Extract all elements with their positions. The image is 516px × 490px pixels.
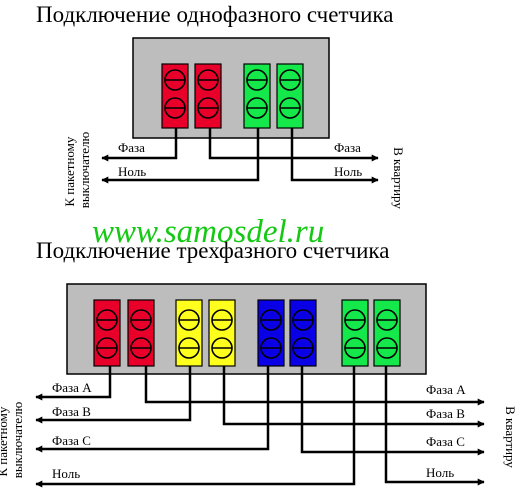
- tp-phase-c-label-right: Фаза C: [426, 434, 465, 449]
- single-phase-terminals: [161, 63, 304, 129]
- three-phase-wires: [35, 366, 485, 488]
- sp-right-destination: В квартиру: [391, 147, 406, 209]
- tp-terminal-8-screw-bottom-icon: [376, 337, 398, 359]
- sp-terminal-3-screw-bottom-icon: [246, 97, 268, 119]
- tp-phase-a-label-left: Фаза A: [52, 380, 92, 395]
- tp-left-destination-line2: выключателю: [10, 401, 25, 478]
- tp-left-destination-line1: К пакетному: [0, 406, 10, 477]
- sp-terminal-4-screw-bottom-icon: [279, 97, 301, 119]
- sp-terminal-2: [194, 63, 222, 129]
- tp-terminal-2-screw-bottom-icon: [130, 337, 152, 359]
- tp-terminal-3-screw-top-icon: [178, 309, 200, 331]
- tp-terminal-6-screw-bottom-icon: [292, 337, 314, 359]
- sp-phase-out-wire: [208, 128, 379, 162]
- tp-phase-b-out-wire: [222, 366, 485, 428]
- site-watermark: www.samosdel.ru: [92, 214, 324, 250]
- tp-phase-a-out-wire: [144, 366, 485, 406]
- three-phase-terminals: [93, 299, 401, 367]
- sp-neutral-label-left: Ноль: [118, 164, 146, 179]
- tp-terminal-7: [341, 299, 369, 367]
- sp-neutral-out-wire: [290, 128, 379, 184]
- sp-terminal-4-screw-top-icon: [279, 69, 301, 91]
- tp-terminal-4: [208, 299, 236, 367]
- tp-terminal-4-screw-top-icon: [211, 309, 233, 331]
- tp-terminal-2-screw-top-icon: [130, 309, 152, 331]
- sp-phase-in-wire: [101, 128, 178, 162]
- tp-terminal-2: [127, 299, 155, 367]
- tp-phase-a-label-right: Фаза A: [426, 382, 466, 397]
- tp-phase-b-in-wire: [35, 366, 192, 424]
- tp-terminal-1-screw-bottom-icon: [96, 337, 118, 359]
- tp-terminal-5-screw-top-icon: [260, 309, 282, 331]
- tp-right-destination: В квартиру: [503, 406, 516, 468]
- sp-left-destination-line2: выключателю: [77, 131, 92, 208]
- tp-terminal-4-screw-bottom-icon: [211, 337, 233, 359]
- sp-left-destination: К пакетному выключателю: [62, 131, 92, 208]
- tp-terminal-5: [257, 299, 285, 367]
- tp-phase-c-label-left: Фаза C: [52, 433, 91, 448]
- tp-phase-c-out-wire: [300, 366, 485, 456]
- tp-phase-a-in-wire: [35, 366, 112, 401]
- tp-phase-c-in-wire: [35, 366, 270, 453]
- single-phase-wires: [101, 128, 379, 184]
- sp-terminal-4: [276, 63, 304, 129]
- tp-neutral-label-left: Ноль: [52, 466, 80, 481]
- tp-phase-b-label-right: Фаза B: [426, 406, 465, 421]
- sp-phase-label-left: Фаза: [118, 140, 145, 155]
- tp-neutral-label-right: Ноль: [426, 465, 454, 480]
- tp-terminal-8: [373, 299, 401, 367]
- tp-left-destination: К пакетному выключателю: [0, 401, 25, 478]
- sp-terminal-1-screw-bottom-icon: [164, 97, 186, 119]
- sp-terminal-3: [243, 63, 271, 129]
- tp-neutral-out-wire: [384, 366, 485, 486]
- sp-terminal-2-screw-bottom-icon: [197, 97, 219, 119]
- sp-terminal-1: [161, 63, 189, 129]
- sp-phase-label-right: Фаза: [334, 140, 361, 155]
- tp-terminal-6-screw-top-icon: [292, 309, 314, 331]
- tp-terminal-7-screw-top-icon: [344, 309, 366, 331]
- three-phase-title: Подключение трехфазного счетчика: [36, 238, 389, 263]
- tp-terminal-3: [175, 299, 203, 367]
- tp-terminal-1-screw-top-icon: [96, 309, 118, 331]
- single-phase-title: Подключение однофазного счетчика: [36, 2, 393, 27]
- sp-neutral-label-right: Ноль: [334, 164, 362, 179]
- sp-left-destination-line1: К пакетному: [62, 136, 77, 207]
- tp-terminal-3-screw-bottom-icon: [178, 337, 200, 359]
- sp-terminal-2-screw-top-icon: [197, 69, 219, 91]
- sp-terminal-1-screw-top-icon: [164, 69, 186, 91]
- three-phase-meter-box: [66, 283, 427, 375]
- tp-neutral-in-wire: [35, 366, 356, 488]
- tp-terminal-8-screw-top-icon: [376, 309, 398, 331]
- tp-terminal-6: [289, 299, 317, 367]
- tp-phase-b-label-left: Фаза B: [52, 404, 91, 419]
- tp-terminal-1: [93, 299, 121, 367]
- sp-neutral-in-wire: [101, 128, 260, 184]
- tp-terminal-7-screw-bottom-icon: [344, 337, 366, 359]
- tp-terminal-5-screw-bottom-icon: [260, 337, 282, 359]
- sp-terminal-3-screw-top-icon: [246, 69, 268, 91]
